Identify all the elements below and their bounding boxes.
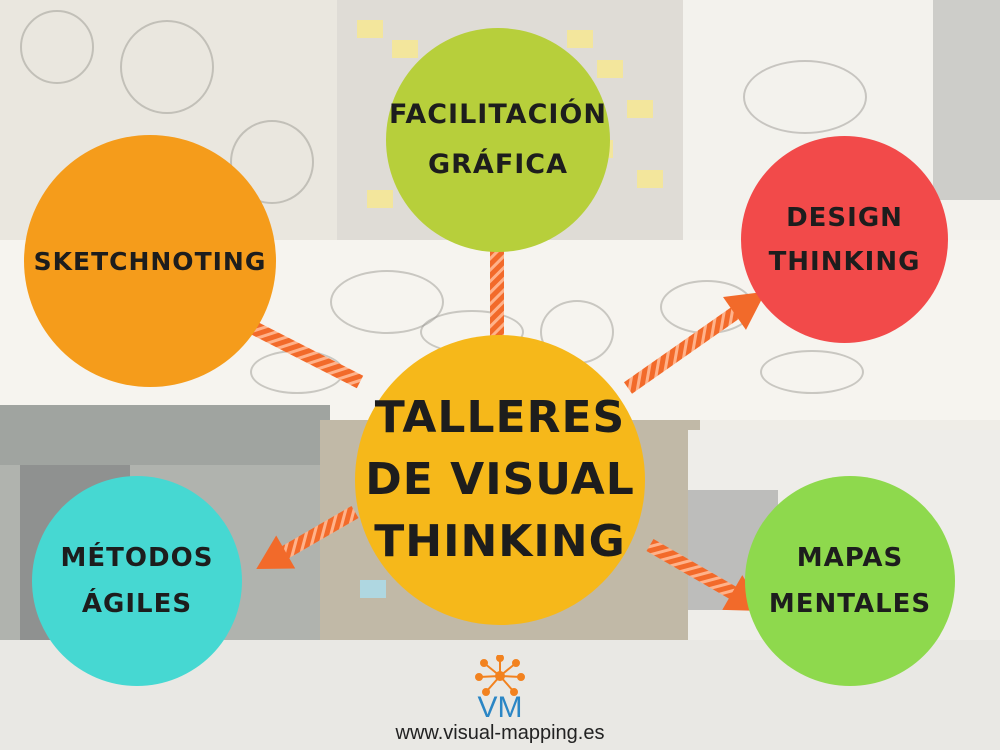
- center-label-line: TALLERES: [374, 392, 626, 443]
- node-label-line: THINKING: [768, 246, 921, 277]
- starburst-logo-icon: [475, 655, 525, 696]
- node-facilitacion-grafica: FACILITACIÓN GRÁFICA: [386, 28, 610, 252]
- center-node-talleres: TALLERES DE VISUAL THINKING: [355, 335, 645, 625]
- center-label-line: DE VISUAL: [365, 454, 635, 505]
- node-label-line: MENTALES: [768, 589, 932, 619]
- website-url[interactable]: www.visual-mapping.es: [395, 722, 605, 744]
- node-label-line: FACILITACIÓN: [389, 99, 607, 130]
- node-label-line: GRÁFICA: [427, 149, 569, 180]
- node-mapas-mentales: MAPAS MENTALES: [745, 476, 955, 686]
- node-label-line: SKETCHNOTING: [33, 246, 267, 276]
- node-metodos-agiles: MÉTODOS ÁGILES: [32, 476, 242, 686]
- arrow-to-design: [623, 291, 766, 394]
- center-label-line: THINKING: [374, 516, 626, 567]
- logo-mark: VM: [477, 691, 523, 724]
- logo: VM: [440, 655, 560, 750]
- arrow-to-metodos: [256, 505, 359, 569]
- node-label-line: DESIGN: [786, 202, 903, 233]
- node-design-thinking: DESIGN THINKING: [741, 136, 948, 343]
- node-label-line: MÉTODOS: [60, 543, 214, 573]
- node-sketchnoting: SKETCHNOTING: [24, 135, 276, 387]
- node-label-line: ÁGILES: [81, 589, 193, 619]
- node-label-line: MAPAS: [796, 543, 904, 573]
